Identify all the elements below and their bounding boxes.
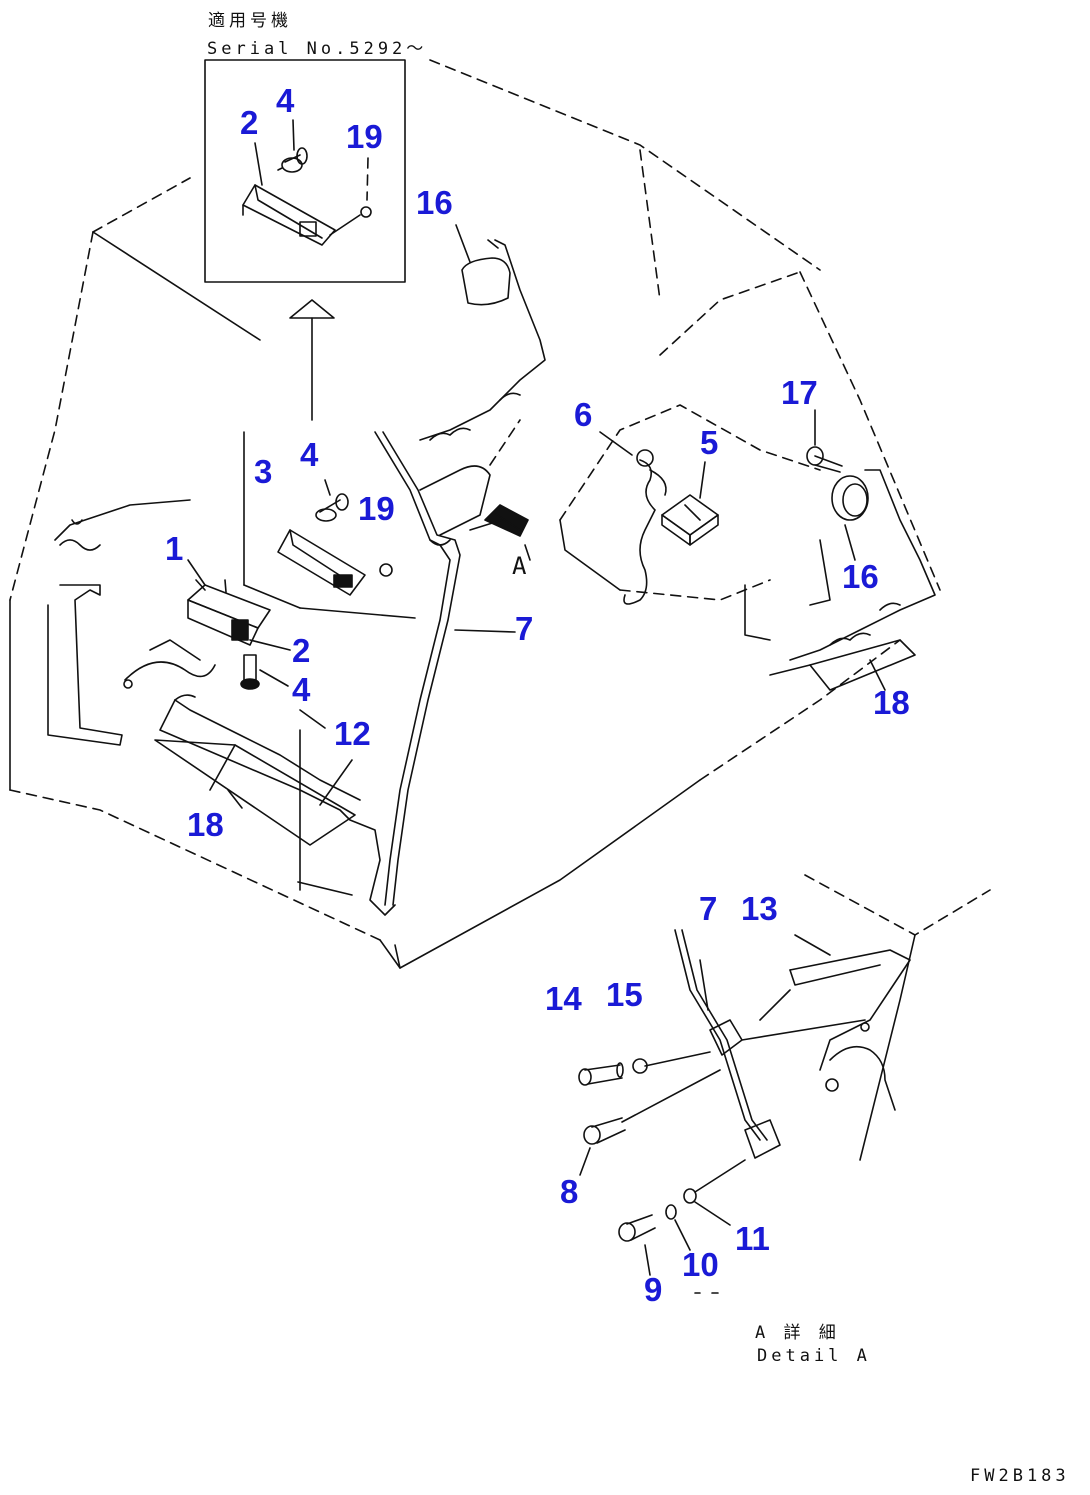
detail-a-jp-label: A 詳 細 xyxy=(755,1323,840,1343)
bolt-part-4-upper xyxy=(315,493,349,522)
harness-right-18 xyxy=(769,639,916,691)
mirror-part-16-right xyxy=(789,469,936,661)
callout-13: 13 xyxy=(741,890,778,927)
leader-2-lower xyxy=(249,639,291,651)
washer-part-10 xyxy=(665,1204,677,1220)
callout-14: 14 xyxy=(545,980,582,1017)
leader-7-detail xyxy=(699,959,709,1011)
leader-6 xyxy=(599,431,633,456)
arrow-a-shaft xyxy=(469,519,503,531)
bolt-part-8 xyxy=(583,1117,626,1145)
leader-4-lower xyxy=(259,669,289,687)
bolt-part-14 xyxy=(578,1062,624,1086)
left-cab-details xyxy=(47,499,216,746)
callout-17: 17 xyxy=(781,374,818,411)
leader-18-left xyxy=(227,789,243,809)
inset-leader-2 xyxy=(254,142,263,186)
callout-8: 8 xyxy=(560,1173,579,1210)
leader-5 xyxy=(699,461,706,499)
leader-15 xyxy=(644,1051,711,1067)
applicable-models-label: 適用号機 xyxy=(208,11,292,31)
callout-18-left: 18 xyxy=(187,806,224,843)
callout-19: 19 xyxy=(358,490,395,527)
callout-2-inset: 2 xyxy=(240,104,259,141)
harness-right xyxy=(623,449,667,605)
inset-nut xyxy=(360,206,372,218)
inset-leader-nut xyxy=(329,214,361,236)
leader-12-bottom xyxy=(297,881,353,896)
callout-3: 3 xyxy=(254,453,273,490)
inset-leader-19 xyxy=(366,157,369,201)
leader-13 xyxy=(794,934,831,956)
leader-11-shaft xyxy=(694,1159,746,1193)
arrow-a-tick xyxy=(524,544,531,561)
leader-12-b xyxy=(319,759,353,806)
harness-left xyxy=(154,694,396,916)
leader-12-top xyxy=(299,709,326,729)
leader-16-right xyxy=(844,524,856,561)
callout-16-right: 16 xyxy=(842,558,879,595)
leader-9 xyxy=(644,1244,651,1276)
inset-frame xyxy=(204,59,406,283)
bolt-part-17 xyxy=(806,446,843,473)
leader-4-upper xyxy=(324,479,331,496)
detail-a-drawing xyxy=(674,874,991,1161)
serial-number-label: Serial No.5292～ xyxy=(207,39,428,59)
right-cab-panel xyxy=(559,404,831,641)
callout-4-upper: 4 xyxy=(300,436,319,473)
bolt-part-9 xyxy=(618,1214,656,1242)
relay-part-5 xyxy=(661,494,719,546)
switch-part-1 xyxy=(187,579,271,646)
inset-pointer-arrow xyxy=(289,299,335,421)
washer-part-11 xyxy=(683,1188,697,1204)
callout-7: 7 xyxy=(515,610,534,647)
callout-1: 1 xyxy=(165,530,184,567)
callout-12: 12 xyxy=(334,715,371,752)
bolt-part-4-lower xyxy=(240,654,260,690)
callout-15: 15 xyxy=(606,976,643,1013)
leader-11 xyxy=(694,1201,731,1226)
callout-6: 6 xyxy=(574,396,593,433)
callout-11: 11 xyxy=(735,1220,770,1257)
rod-part-7 xyxy=(374,431,491,906)
leader-8-shaft xyxy=(621,1069,721,1123)
leader-10 xyxy=(674,1219,691,1251)
nut-part-19 xyxy=(379,563,393,577)
drawing-code: FW2B183 xyxy=(970,1466,1070,1486)
mirror-part-16-upper xyxy=(419,239,546,441)
leader-18-right xyxy=(869,659,886,691)
callout-18-right: 18 xyxy=(873,684,910,721)
callout-19-inset: 19 xyxy=(346,118,383,155)
leader-7-left xyxy=(299,607,416,619)
bracket-part-3 xyxy=(277,529,366,596)
callout-4-lower: 4 xyxy=(292,671,311,708)
inset-switch-bracket xyxy=(242,184,336,246)
leader-7-main xyxy=(454,629,516,633)
view-arrow-a xyxy=(484,504,529,537)
inset-leader-4 xyxy=(292,119,295,151)
callout-7-detail: 7 xyxy=(699,890,718,927)
callout-16-upper: 16 xyxy=(416,184,453,221)
callout-10: 10 xyxy=(682,1246,719,1283)
leader-1 xyxy=(187,559,206,586)
leader-16-upper xyxy=(455,224,471,263)
inset-bolt xyxy=(277,147,308,173)
leader-8 xyxy=(579,1147,591,1176)
machine-outline xyxy=(9,59,941,969)
callout-2: 2 xyxy=(292,632,311,669)
callout-5: 5 xyxy=(700,424,719,461)
detail-a-label: Detail A xyxy=(757,1346,871,1366)
view-arrow-letter: A xyxy=(512,552,527,580)
leader-3b xyxy=(243,584,301,609)
callout-4-inset: 4 xyxy=(276,82,295,119)
callout-9: 9 xyxy=(644,1271,663,1308)
